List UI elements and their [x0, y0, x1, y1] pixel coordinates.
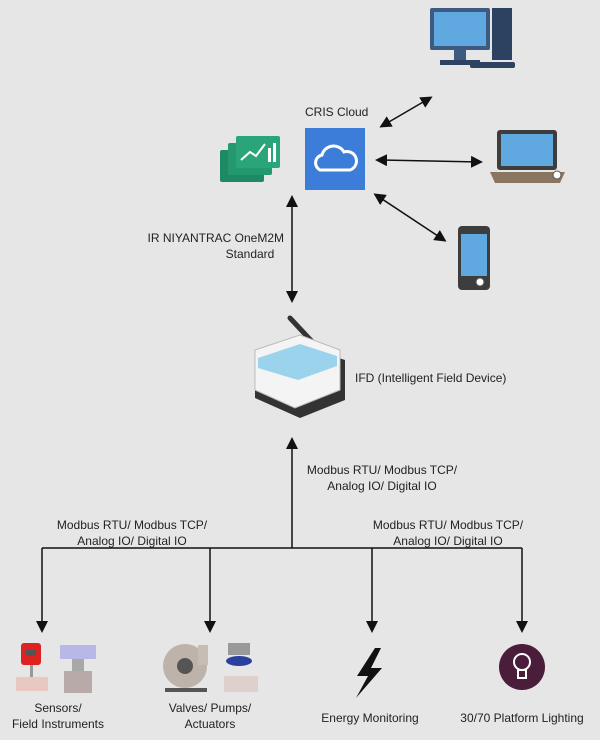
endpoint-sensors-line2: Field Instruments	[12, 717, 104, 731]
endpoint-valves-line2: Actuators	[185, 717, 236, 731]
desktop-icon	[430, 8, 515, 68]
laptop-icon	[490, 130, 565, 183]
arrow-cloud-desktop	[379, 96, 433, 128]
analytics-icon	[220, 136, 280, 182]
ifd-label: IFD (Intelligent Field Device)	[355, 371, 506, 385]
endpoint-energy-label: Energy Monitoring	[321, 711, 418, 725]
cloud-icon	[305, 128, 365, 190]
ifd-device-icon	[254, 315, 345, 418]
sensors-icon	[16, 643, 96, 693]
lightning-icon	[356, 648, 382, 698]
arrow-cloud-laptop	[375, 154, 483, 168]
endpoint-lighting-label: 30/70 Platform Lighting	[460, 711, 583, 725]
arrow-cloud-phone	[373, 193, 447, 242]
protocol-label-line2: Standard	[226, 247, 275, 261]
protocol-label-line1: IR NIYANTRAC OneM2M	[148, 231, 284, 245]
pump-valve-icon	[163, 643, 258, 692]
bus-left-line2: Analog IO/ Digital IO	[77, 534, 186, 548]
bus-right-line2: Analog IO/ Digital IO	[393, 534, 502, 548]
bus-left-line1: Modbus RTU/ Modbus TCP/	[57, 518, 208, 532]
phone-icon	[458, 226, 490, 290]
cloud-label: CRIS Cloud	[305, 105, 368, 119]
bus-right-line1: Modbus RTU/ Modbus TCP/	[373, 518, 524, 532]
bus-center-line2: Analog IO/ Digital IO	[327, 479, 436, 493]
lightbulb-icon	[499, 644, 545, 690]
endpoint-sensors-line1: Sensors/	[34, 701, 82, 715]
endpoint-valves-line1: Valves/ Pumps/	[169, 701, 252, 715]
bus-center-line1: Modbus RTU/ Modbus TCP/	[307, 463, 458, 477]
